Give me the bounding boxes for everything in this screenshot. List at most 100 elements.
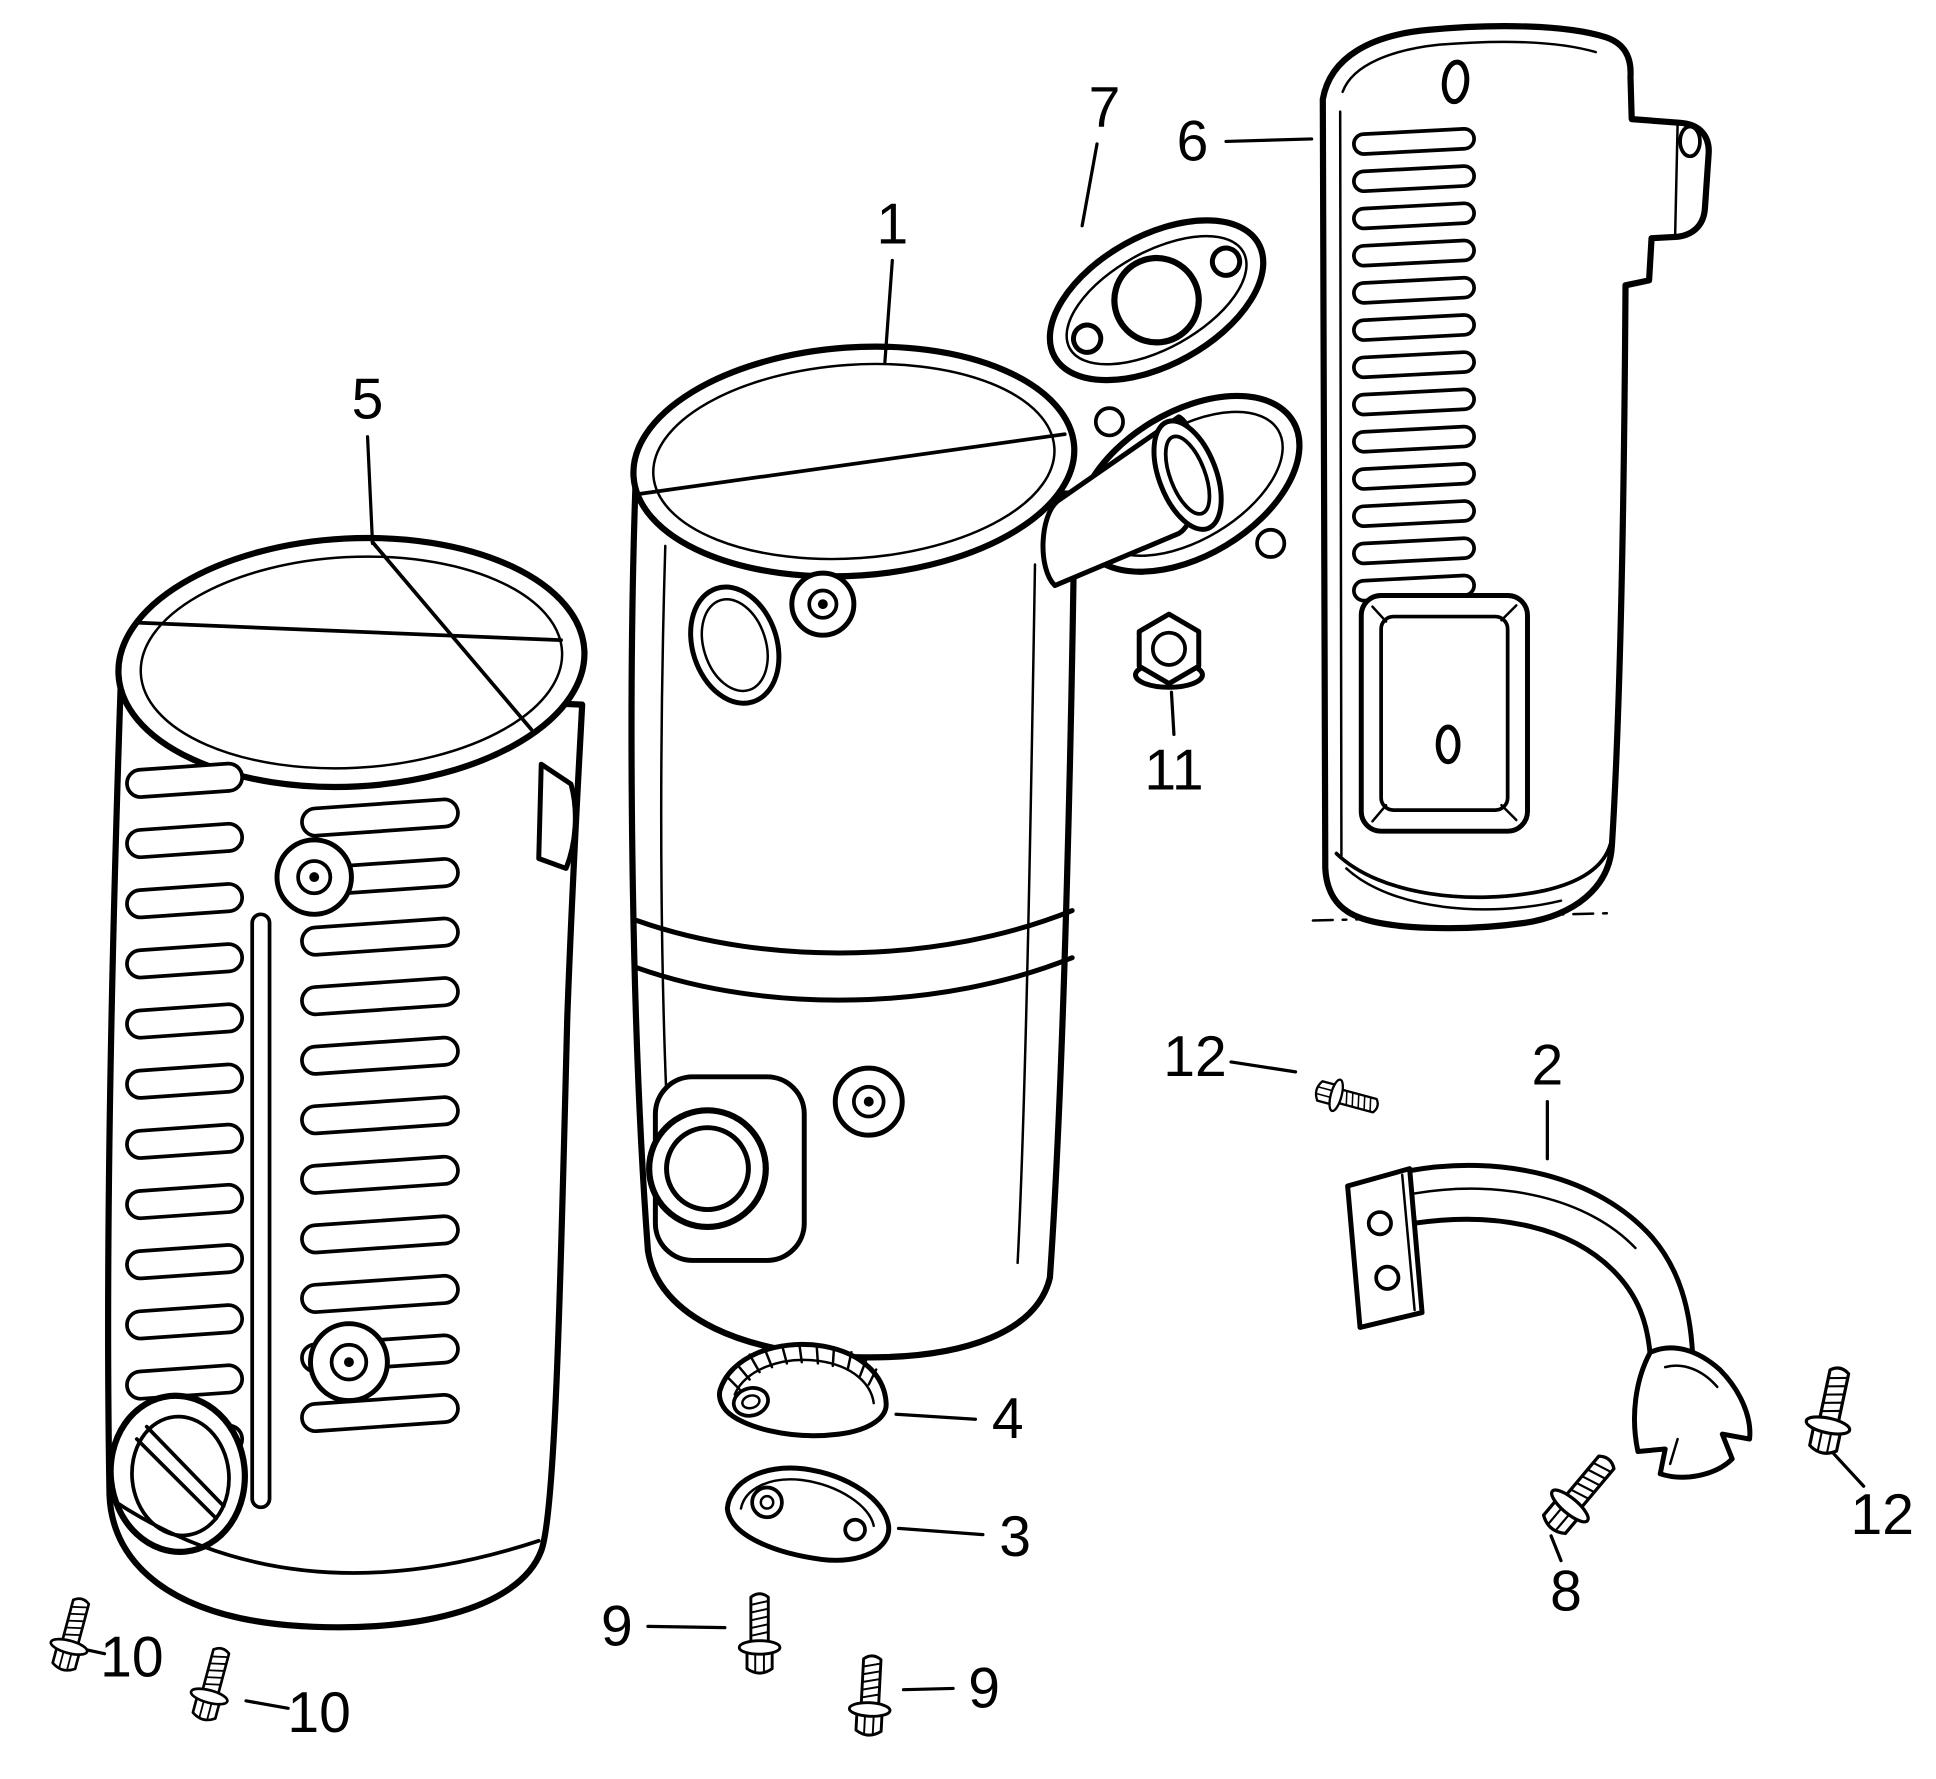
boss-center-dot — [817, 599, 828, 610]
bracket-hole — [1366, 1210, 1393, 1237]
callout-11: 11 — [1144, 738, 1203, 802]
panel-corner-line — [1500, 604, 1518, 622]
callout-leader-line — [365, 435, 375, 545]
inlet-oval-inner — [700, 598, 769, 693]
outlet-hole-inner — [130, 1414, 231, 1538]
callout-leader-line — [85, 1648, 107, 1656]
plate-hole — [750, 1485, 784, 1520]
callout-leader-line — [894, 1412, 978, 1421]
callout-12: 12 — [1851, 1483, 1914, 1547]
foot-detail-line — [1668, 1437, 1679, 1466]
top-inner-rim — [1341, 40, 1597, 94]
part-muffler-stay-bracket — [1345, 1162, 1753, 1480]
callout-leader-line — [244, 1699, 290, 1710]
boss-center-dot — [343, 1357, 354, 1368]
boss-center-dot — [863, 1096, 874, 1107]
louver-slot — [1352, 499, 1476, 529]
callout-leader-line — [646, 1624, 727, 1630]
hole-strap-line — [134, 1437, 219, 1521]
panel-corner-line — [1371, 803, 1388, 823]
panel-corner-line — [1371, 605, 1388, 623]
part-mount-plate-upper — [716, 1341, 889, 1439]
gasket-bolt-hole — [1070, 322, 1104, 355]
plate-hole-inner — [759, 1494, 775, 1510]
callout-leader-line — [1229, 1060, 1298, 1074]
bracket-mount-plate — [1345, 1166, 1425, 1330]
pipe-opening-inner — [1163, 434, 1212, 516]
plate-hole — [731, 1386, 770, 1418]
callout-9: 9 — [968, 1656, 1000, 1720]
bolt-boss-ring — [296, 859, 333, 896]
bottom-interior-curve — [1334, 841, 1613, 900]
top-cap — [630, 343, 1078, 580]
louver-slot — [300, 1393, 460, 1434]
plate-edge-hatching — [726, 1342, 878, 1391]
top-oval-hole — [1441, 59, 1470, 105]
nut-thread-hole — [1150, 630, 1187, 667]
gasket-inner-rim — [1065, 234, 1248, 366]
callout-leader-line — [901, 1686, 955, 1692]
louver-slot — [125, 882, 245, 920]
louver-slot — [300, 1095, 460, 1136]
plate-hole-inner — [741, 1394, 761, 1410]
callout-10: 10 — [287, 1681, 350, 1745]
hook-tab-curl — [1678, 124, 1702, 159]
callout-10: 10 — [100, 1625, 163, 1689]
louver-slot — [300, 1035, 460, 1076]
plate-edge-line — [1400, 1173, 1416, 1312]
callout-4: 4 — [992, 1387, 1024, 1451]
bolt-boss-ring — [807, 588, 839, 620]
callout-2: 2 — [1531, 1034, 1563, 1098]
foot-detail-line — [1663, 1364, 1719, 1389]
part-flange-nut — [1132, 611, 1205, 690]
callout-leader-line — [1549, 1534, 1563, 1563]
louver-slot — [300, 976, 460, 1017]
gasket-center-hole — [1111, 254, 1202, 346]
side-tab — [536, 761, 578, 871]
part-bolt-10-a — [43, 1592, 102, 1676]
bracket-foot-claw — [1632, 1345, 1753, 1480]
part-bolt-12-upper — [1311, 1073, 1383, 1124]
part-exhaust-gasket — [1046, 217, 1267, 384]
pipe-opening — [1151, 418, 1224, 532]
hook-tab-line — [1673, 122, 1679, 237]
part-bolt-9-left — [737, 1592, 782, 1675]
louver-slot — [125, 1062, 245, 1100]
callout-6: 6 — [1177, 109, 1209, 173]
boss-center-dot — [309, 872, 320, 883]
cap-seam-line — [137, 620, 563, 643]
top-cap — [115, 534, 588, 791]
bracket-hole — [1374, 1264, 1401, 1291]
louver-slot — [1352, 536, 1476, 566]
louver-slot — [1352, 313, 1476, 342]
louver-slot — [125, 761, 245, 799]
part-bolt-8 — [1532, 1443, 1629, 1545]
louver-slot — [300, 1154, 460, 1195]
plate-inner-line — [739, 1478, 875, 1528]
panel-oval-hole — [1435, 724, 1461, 765]
callout-1: 1 — [876, 193, 908, 257]
callout-12: 12 — [1163, 1025, 1226, 1089]
louver-slot — [125, 1002, 245, 1040]
louver-slot — [300, 1273, 460, 1314]
cap-seam-line — [638, 432, 1067, 496]
gasket-bolt-hole — [1209, 245, 1243, 278]
tail-pipe-ring-inner — [664, 1125, 751, 1213]
nut-hex — [1136, 611, 1202, 687]
callout-leader-line — [1169, 690, 1176, 737]
part-muffler-body — [628, 343, 1303, 1361]
louver-slot — [1352, 201, 1476, 231]
bolt-boss-ring — [852, 1084, 886, 1119]
cap-seam-line — [370, 540, 534, 732]
part-bolt-10-b — [183, 1642, 242, 1726]
gasket-outline — [1046, 217, 1267, 384]
louver-slot — [125, 1243, 245, 1281]
cap-inner-rim — [652, 362, 1056, 561]
callout-7: 7 — [1089, 76, 1121, 140]
recessed-panel — [1358, 593, 1530, 834]
clamp-band-line — [634, 908, 1075, 956]
louver-slot — [1352, 461, 1476, 491]
panel-corner-line — [1500, 803, 1518, 822]
louver-slot — [300, 797, 460, 838]
